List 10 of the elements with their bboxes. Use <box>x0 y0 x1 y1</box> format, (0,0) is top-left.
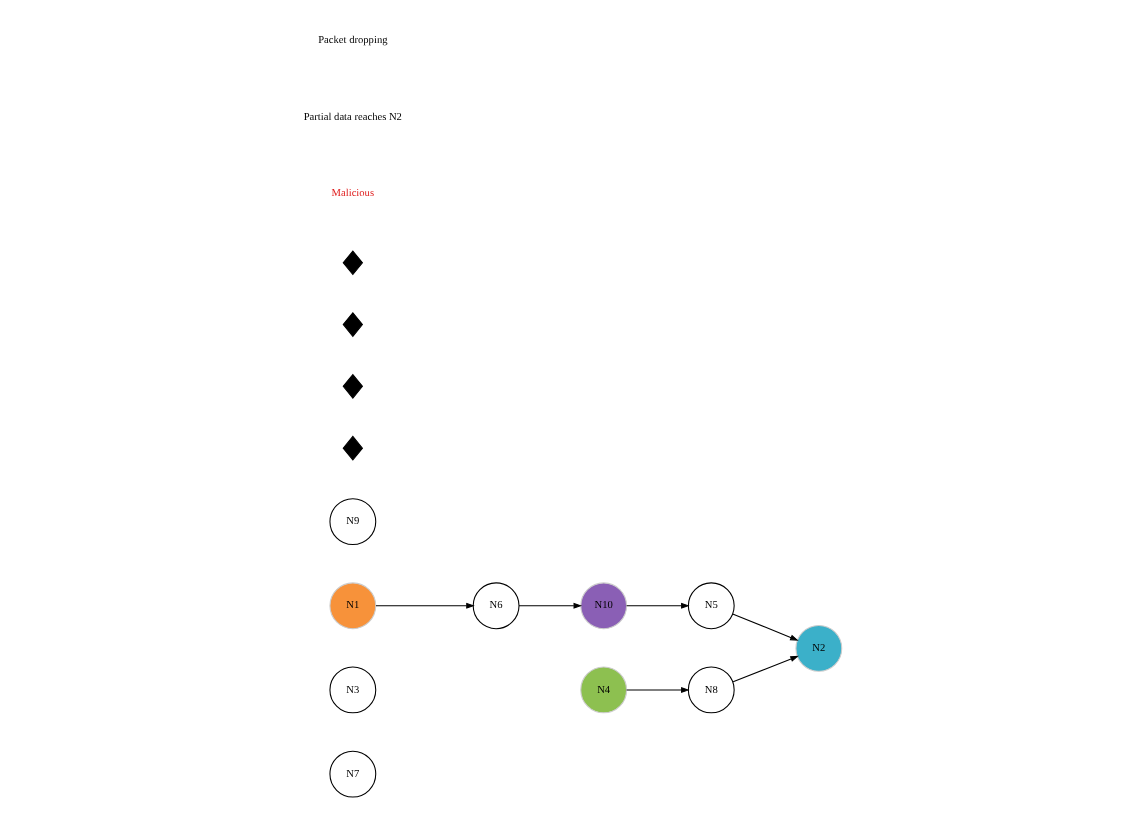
arrow <box>626 686 690 693</box>
node-diamond <box>342 373 364 399</box>
arrow <box>626 602 690 609</box>
arrow <box>518 602 583 609</box>
node-diamond <box>342 435 364 461</box>
arrow <box>732 655 799 683</box>
node-diamond <box>342 312 364 338</box>
arrow <box>375 602 475 609</box>
arrow <box>732 613 799 641</box>
node-diamond <box>342 250 364 276</box>
